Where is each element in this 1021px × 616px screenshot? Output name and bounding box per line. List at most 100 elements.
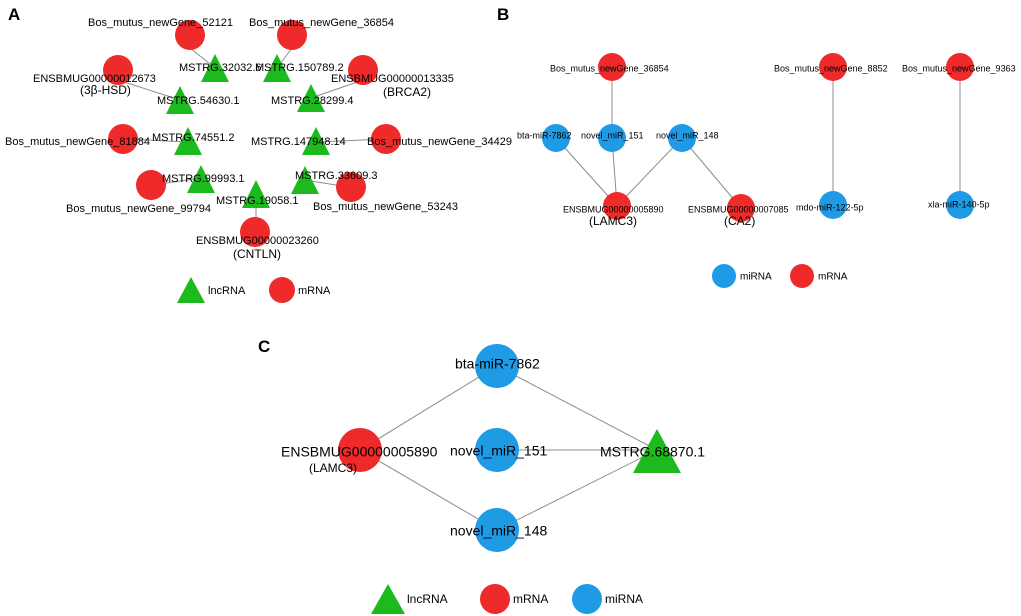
mrna-node: [338, 428, 382, 472]
lncrna-node: [187, 165, 215, 193]
node-label: MSTRG.99993.1: [162, 173, 245, 185]
node-label: MSTRG.74551.2: [152, 132, 235, 144]
panel-b: B Bos_mutus_newGene_36854 Bos_mutus_newG…: [497, 5, 1016, 288]
gene-symbol: (BRCA2): [383, 85, 431, 99]
node-label: novel_miR_151: [450, 443, 547, 459]
mirna-node: [475, 508, 519, 552]
panel-b-edges: [555, 80, 961, 209]
panel-c-labels: bta-miR-7862 novel_miR_151 novel_miR_148…: [281, 356, 705, 539]
mirna-node: [946, 191, 974, 219]
node-label: MSTRG.19058.1: [216, 195, 299, 207]
panel-a-nodes: [103, 20, 401, 247]
lncrna-node: [242, 180, 270, 208]
panel-a-labels: Bos_mutus_newGene_52121 Bos_mutus_newGen…: [5, 17, 512, 261]
mrna-node: [819, 53, 847, 81]
node-label: MSTRG.33609.3: [295, 170, 378, 182]
node-label: Bos_mutus_newGene_53243: [313, 201, 458, 213]
lncrna-node: [633, 429, 681, 473]
gene-symbol: (LAMC3): [309, 461, 357, 475]
legend-lncrna-icon: [177, 277, 205, 303]
legend-lncrna-label: lncRNA: [407, 592, 448, 606]
mrna-node: [348, 55, 378, 85]
panel-b-letter: B: [497, 5, 509, 24]
node-label: MSTRG.147948.14: [251, 136, 346, 148]
mrna-node: [603, 192, 631, 220]
node-label: MSTRG.32032.6: [179, 62, 262, 74]
node-label: MSTRG.150789.2: [255, 62, 344, 74]
mirna-node: [475, 428, 519, 472]
node-label: ENSBMUG00000012673: [33, 73, 156, 85]
node-label: ENSBMUG00000023260: [196, 235, 319, 247]
panel-a-letter: A: [8, 5, 20, 24]
legend-mrna-icon: [790, 264, 814, 288]
node-label: ENSBMUG00000005890: [281, 444, 438, 460]
mrna-node: [240, 217, 270, 247]
node-label: Bos_mutus_newGene_34429: [367, 136, 512, 148]
node-label: bta-miR-7862: [455, 356, 540, 372]
gene-symbol: (3β-HSD): [80, 83, 131, 97]
node-label: Bos_mutus_newGene_9363: [902, 63, 1016, 73]
lncrna-node: [291, 166, 319, 194]
mrna-node: [103, 55, 133, 85]
node-label: novel_miR_148: [450, 523, 547, 539]
mrna-node: [727, 194, 755, 222]
mrna-node: [371, 124, 401, 154]
mirna-node: [819, 191, 847, 219]
lncrna-node: [302, 127, 330, 155]
panel-c-letter: C: [258, 337, 270, 356]
legend-mirna-icon: [572, 584, 602, 614]
node-label: mdo-miR-122-5p: [796, 202, 864, 212]
mrna-node: [336, 172, 366, 202]
node-label: Bos_mutus_newGene_36854: [550, 63, 669, 73]
node-label: ENSBMUG00000005890: [563, 204, 664, 214]
legend-mirna-icon: [712, 264, 736, 288]
mrna-node: [136, 170, 166, 200]
node-label: novel_miR_148: [656, 130, 719, 140]
node-label: Bos_mutus_newGene_52121: [88, 17, 233, 29]
mirna-node: [542, 124, 570, 152]
node-label: Bos_mutus_newGene_8852: [774, 63, 888, 73]
node-label: ENSBMUG00000007085: [688, 204, 789, 214]
node-label: Bos_mutus_newGene_99794: [66, 203, 211, 215]
legend-mrna-label: mRNA: [818, 272, 848, 283]
node-label: MSTRG.28299.4: [271, 95, 354, 107]
panel-c-legend: lncRNA mRNA miRNA: [371, 584, 643, 614]
mrna-node: [175, 20, 205, 50]
legend-lncrna-icon: [371, 584, 405, 614]
lncrna-node: [297, 84, 325, 112]
legend-mirna-label: miRNA: [740, 272, 772, 283]
node-label: bta-miR-7862: [517, 130, 572, 140]
panel-b-labels: Bos_mutus_newGene_36854 Bos_mutus_newGen…: [517, 63, 1016, 228]
node-label: novel_miR_151: [581, 130, 644, 140]
lncrna-node: [201, 54, 229, 82]
panel-a-legend: lncRNA mRNA: [177, 277, 331, 303]
node-label: xla-miR-140-5p: [928, 199, 990, 209]
mirna-node: [475, 344, 519, 388]
node-label: ENSBMUG00000013335: [331, 73, 454, 85]
mrna-node: [108, 124, 138, 154]
mirna-node: [598, 124, 626, 152]
mirna-node: [668, 124, 696, 152]
legend-mrna-icon: [480, 584, 510, 614]
panel-c-edges: [359, 365, 658, 531]
node-label: Bos_mutus_newGene_36854: [249, 17, 394, 29]
node-label: MSTRG.54630.1: [157, 95, 240, 107]
panel-c: C bta-miR-7862 novel_miR_151 novel_miR_1…: [258, 337, 705, 614]
node-label: Bos_mutus_newGene_81884: [5, 136, 150, 148]
panel-b-legend: miRNA mRNA: [712, 264, 848, 288]
legend-mrna-icon: [269, 277, 295, 303]
gene-symbol: (CNTLN): [233, 247, 281, 261]
panel-a: A: [5, 5, 512, 303]
mrna-node: [598, 53, 626, 81]
gene-symbol: (CA2): [724, 214, 755, 228]
mrna-node: [277, 20, 307, 50]
panel-b-nodes: [542, 53, 974, 222]
mrna-node: [946, 53, 974, 81]
node-label: MSTRG.68870.1: [600, 444, 705, 460]
lncrna-node: [166, 86, 194, 114]
panel-c-nodes: [338, 344, 681, 552]
legend-mirna-label: miRNA: [605, 592, 643, 606]
gene-symbol: (LAMC3): [589, 214, 637, 228]
lncrna-node: [263, 54, 291, 82]
